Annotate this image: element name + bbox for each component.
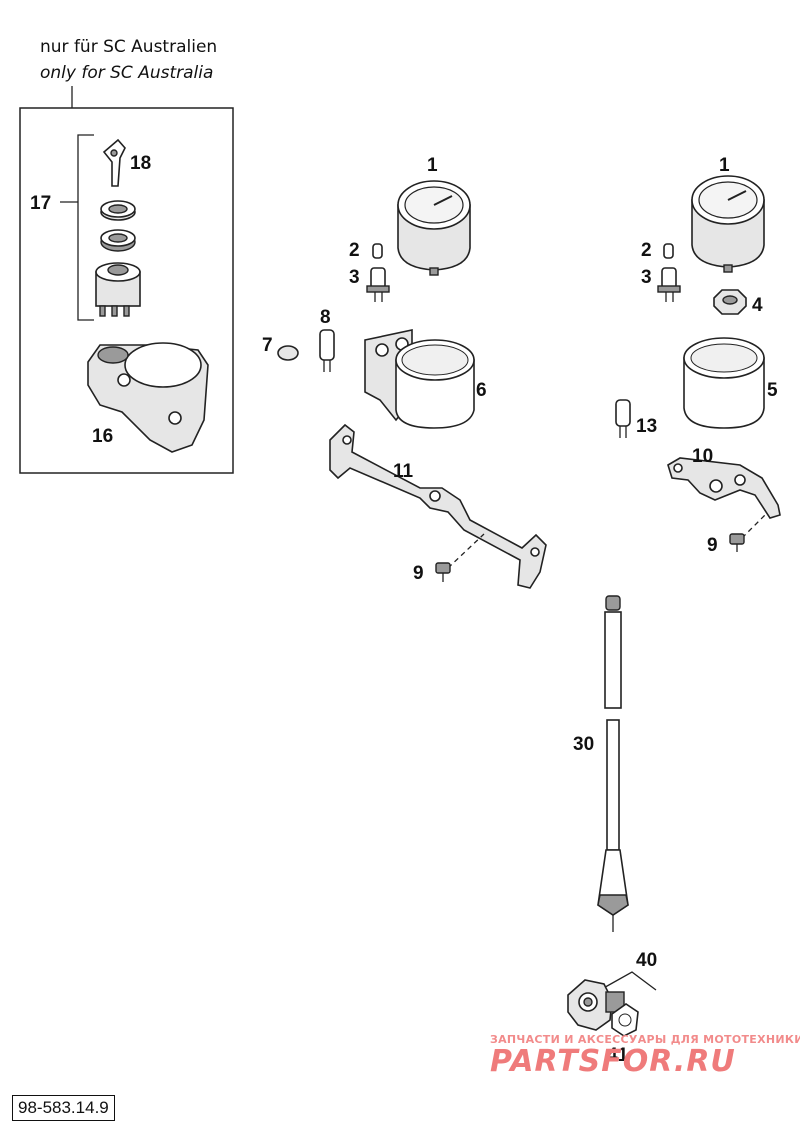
bulb-left	[372, 243, 383, 259]
switch-ring-lower	[100, 229, 136, 252]
label-8: 8	[320, 307, 331, 328]
guide-line-9-right	[741, 513, 767, 539]
bulb-right	[663, 243, 674, 259]
label-3-right: 3	[641, 267, 652, 288]
label-1-left: 1	[427, 155, 438, 176]
label-6: 6	[476, 380, 487, 401]
note-english: only for SC Australia	[40, 63, 213, 83]
label-9-left: 9	[413, 563, 424, 584]
instrument-bracket-short	[667, 457, 781, 519]
label-40: 40	[636, 950, 657, 971]
watermark-tagline: ЗАПЧАСТИ И АКСЕССУАРЫ ДЛЯ МОТОТЕХНИКИ	[490, 1033, 800, 1046]
reference-code: 98-583.14.9	[12, 1095, 115, 1121]
instrument-housing-left	[364, 329, 475, 429]
indicator-lamp	[319, 329, 335, 372]
instrument-cup-right	[683, 337, 765, 429]
label-1-right: 1	[719, 155, 730, 176]
ignition-switch	[95, 262, 141, 317]
label-30: 30	[573, 734, 594, 755]
label-3-left: 3	[349, 267, 360, 288]
label-2-left: 2	[349, 240, 360, 261]
mounting-nut	[713, 289, 747, 315]
bracket-40	[599, 971, 657, 991]
label-11: 11	[393, 461, 414, 482]
label-10: 10	[692, 446, 713, 467]
switch-ring-upper	[100, 200, 136, 221]
ignition-key	[102, 138, 126, 187]
bulb-socket-right	[657, 267, 681, 302]
label-2-right: 2	[641, 240, 652, 261]
speedometer-cable	[597, 595, 629, 932]
label-41: 41	[607, 1045, 629, 1066]
speedometer-left	[397, 180, 471, 276]
guide-line-9-left	[447, 533, 485, 569]
label-4: 4	[752, 295, 763, 316]
label-13: 13	[636, 416, 657, 437]
australia-only-box	[19, 107, 234, 474]
switch-housing	[87, 342, 209, 453]
label-5: 5	[767, 380, 778, 401]
speedometer-right	[691, 175, 765, 273]
bulb-socket-left	[366, 267, 390, 302]
indicator-lamp-right	[615, 399, 631, 438]
label-7: 7	[262, 335, 273, 356]
watermark-logo: PARTSFOR.RU	[490, 1044, 736, 1079]
bracket-17	[77, 134, 94, 321]
label-16: 16	[92, 426, 113, 447]
label-9-right: 9	[707, 535, 718, 556]
instrument-bracket-long	[329, 423, 547, 589]
speedometer-drive	[567, 979, 625, 1031]
screw-left	[435, 562, 451, 582]
note-german: nur für SC Australien	[40, 37, 217, 57]
rubber-cap	[277, 345, 299, 361]
label-18: 18	[130, 153, 151, 174]
watermark: ЗАПЧАСТИ И АКСЕССУАРЫ ДЛЯ МОТОТЕХНИКИ PA…	[490, 1033, 800, 1079]
label-17: 17	[30, 193, 51, 214]
drive-gasket	[611, 1003, 639, 1037]
screw-right	[729, 533, 745, 552]
